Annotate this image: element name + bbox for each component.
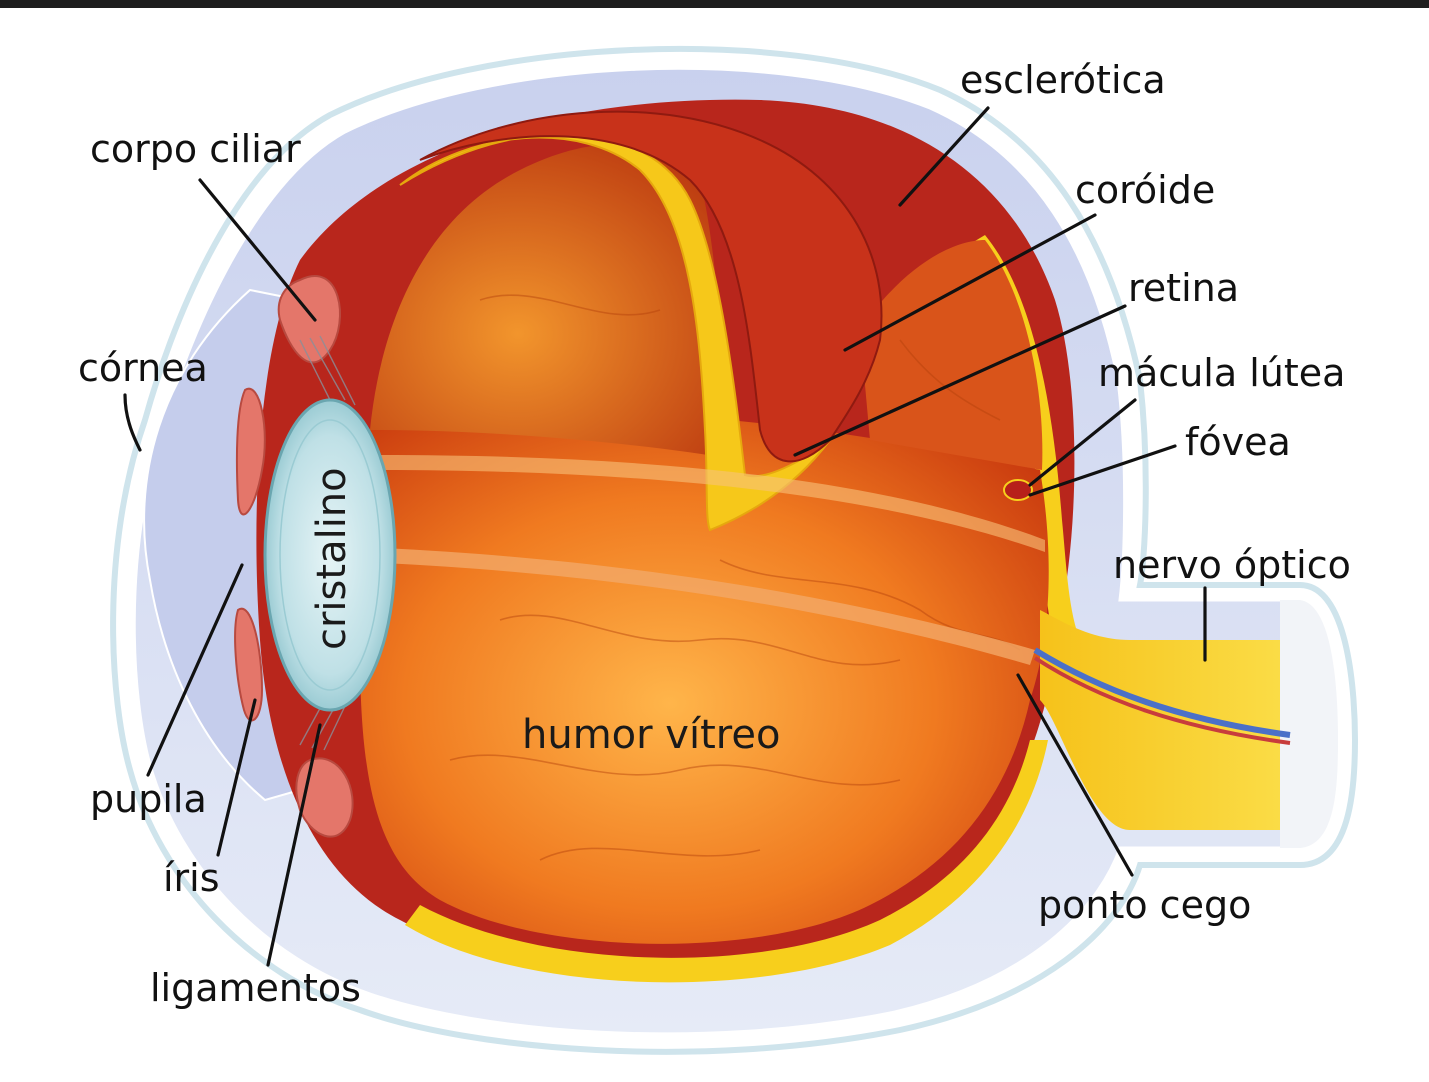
label-coroide: coróide xyxy=(1075,168,1215,212)
label-corpo-ciliar: corpo ciliar xyxy=(90,127,301,171)
retina-right-band xyxy=(960,235,1080,640)
label-pupila: pupila xyxy=(90,777,207,821)
lens-inner-ring xyxy=(279,419,381,691)
label-ponto-cego: ponto cego xyxy=(1038,883,1251,927)
central-artery xyxy=(1033,656,1291,745)
lens xyxy=(263,398,397,712)
vitreous-body xyxy=(359,409,1049,944)
cut-plane-upper xyxy=(380,455,1045,552)
blood-vessels xyxy=(449,294,1021,861)
label-fovea: fóvea xyxy=(1185,420,1291,464)
cut-plane-middle xyxy=(380,548,1035,665)
label-ligamentos: ligamentos xyxy=(150,966,361,1010)
iris-tissue xyxy=(234,275,354,838)
label-macula-lutea: mácula lútea xyxy=(1098,351,1345,395)
optic-nerve-sheath xyxy=(1280,600,1338,848)
retina-lower-band xyxy=(405,740,1048,983)
top-bar xyxy=(0,0,1429,8)
label-humor-vitreo: humor vítreo xyxy=(522,712,780,758)
label-nervo-optico: nervo óptico xyxy=(1113,543,1351,587)
label-iris: íris xyxy=(163,856,220,900)
label-esclerotica: esclerótica xyxy=(960,58,1166,102)
label-cornea: córnea xyxy=(78,346,208,390)
back-cutaway xyxy=(860,240,1043,470)
macula-spot xyxy=(1003,479,1033,501)
label-retina: retina xyxy=(1128,266,1239,310)
label-cristalino: cristalino xyxy=(309,467,355,650)
upper-cutaway xyxy=(370,144,740,461)
labels: esclerótica corpo ciliar coróide retina … xyxy=(78,58,1351,1010)
leader-lines xyxy=(123,106,1207,967)
central-vein xyxy=(1033,647,1291,738)
